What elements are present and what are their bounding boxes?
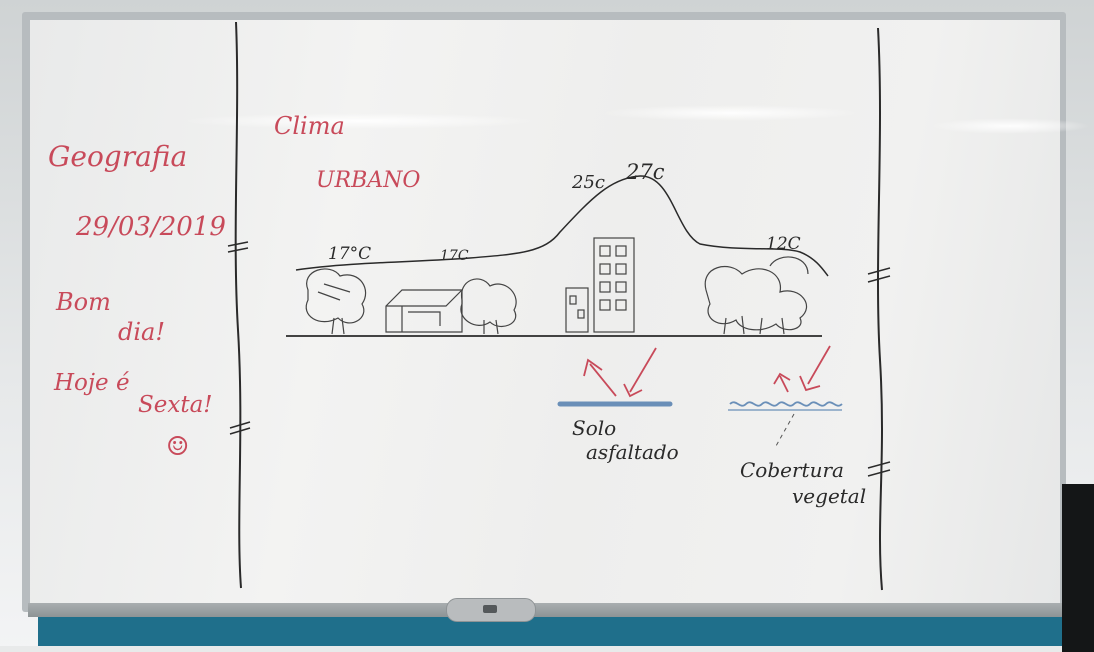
smiley-face: ☺: [166, 432, 190, 462]
building-drawing: [565, 287, 589, 333]
subject-title: Geografia: [48, 140, 188, 173]
monitor-edge: [1062, 484, 1094, 652]
greeting-line: Bom: [56, 288, 111, 316]
break-mark: [867, 461, 891, 477]
date-text: 29/03/2019: [76, 212, 226, 242]
eraser-logo: [483, 605, 497, 613]
marker-tray-front: [38, 617, 1064, 647]
topic-title: URBANO: [316, 168, 421, 193]
left-divider-line: [234, 21, 242, 589]
vegetation-label: Cobertura: [740, 458, 844, 482]
house-drawing: [385, 289, 463, 333]
right-divider-line: [877, 27, 883, 591]
vegetation-label: vegetal: [792, 484, 867, 508]
tree-drawing: [305, 268, 367, 335]
pointer-line: [775, 413, 795, 447]
day-line: Sexta!: [138, 392, 213, 418]
heat-arrow: [583, 347, 657, 398]
marker-tray: [28, 603, 1064, 617]
vegetation-surface: [729, 401, 843, 407]
surface-label: Solo: [572, 416, 617, 440]
break-mark: [227, 241, 249, 253]
break-mark: [229, 421, 251, 435]
temperature-label: 25c: [572, 172, 605, 193]
greeting-line: dia!: [118, 318, 165, 346]
light-reflection: [180, 113, 540, 129]
heat-arrow: [773, 345, 831, 393]
day-line: Hoje é: [54, 370, 130, 396]
wall-bottom: [0, 646, 1094, 652]
light-reflection: [600, 105, 860, 121]
temperature-curve: [295, 175, 829, 277]
tree-drawing: [704, 256, 809, 335]
temperature-label: 27c: [626, 160, 665, 184]
break-mark: [867, 267, 891, 283]
temperature-label: 17C: [440, 248, 469, 264]
surface-label: asfaltado: [586, 440, 679, 464]
tree-drawing: [460, 278, 517, 335]
building-drawing: [593, 237, 635, 333]
temperature-label: 12C: [766, 234, 801, 254]
topic-title: Clima: [274, 112, 345, 140]
light-reflection: [930, 118, 1090, 134]
temperature-label: 17°C: [328, 244, 372, 264]
